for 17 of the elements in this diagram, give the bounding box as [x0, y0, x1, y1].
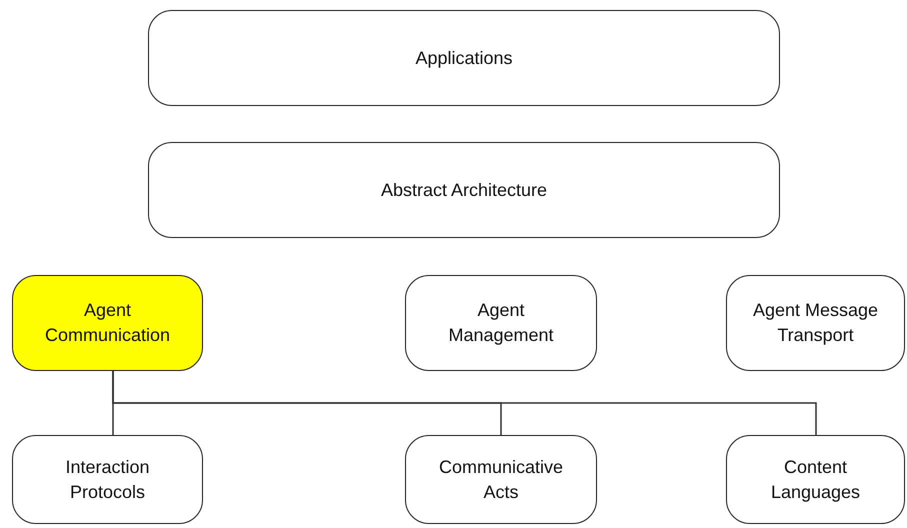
box-label: Abstract Architecture: [380, 178, 548, 202]
box-label: Content Languages: [770, 456, 862, 504]
rounded-box: [405, 275, 597, 371]
rounded-box: [148, 142, 780, 238]
connector-line: [112, 371, 817, 435]
box-label: Agent Management: [447, 299, 555, 347]
rounded-box: [148, 10, 780, 106]
rounded-box: [726, 275, 905, 371]
rounded-box: [726, 435, 905, 524]
rounded-box: [12, 275, 203, 371]
box-label: Applications: [414, 46, 514, 70]
box-label: Agent Communication: [44, 299, 172, 347]
box-label: Interaction Protocols: [64, 456, 151, 504]
rounded-box: [405, 435, 597, 524]
box-label: Communicative Acts: [438, 456, 564, 504]
rounded-box: [12, 435, 203, 524]
box-label: Agent Message Transport: [752, 299, 880, 347]
